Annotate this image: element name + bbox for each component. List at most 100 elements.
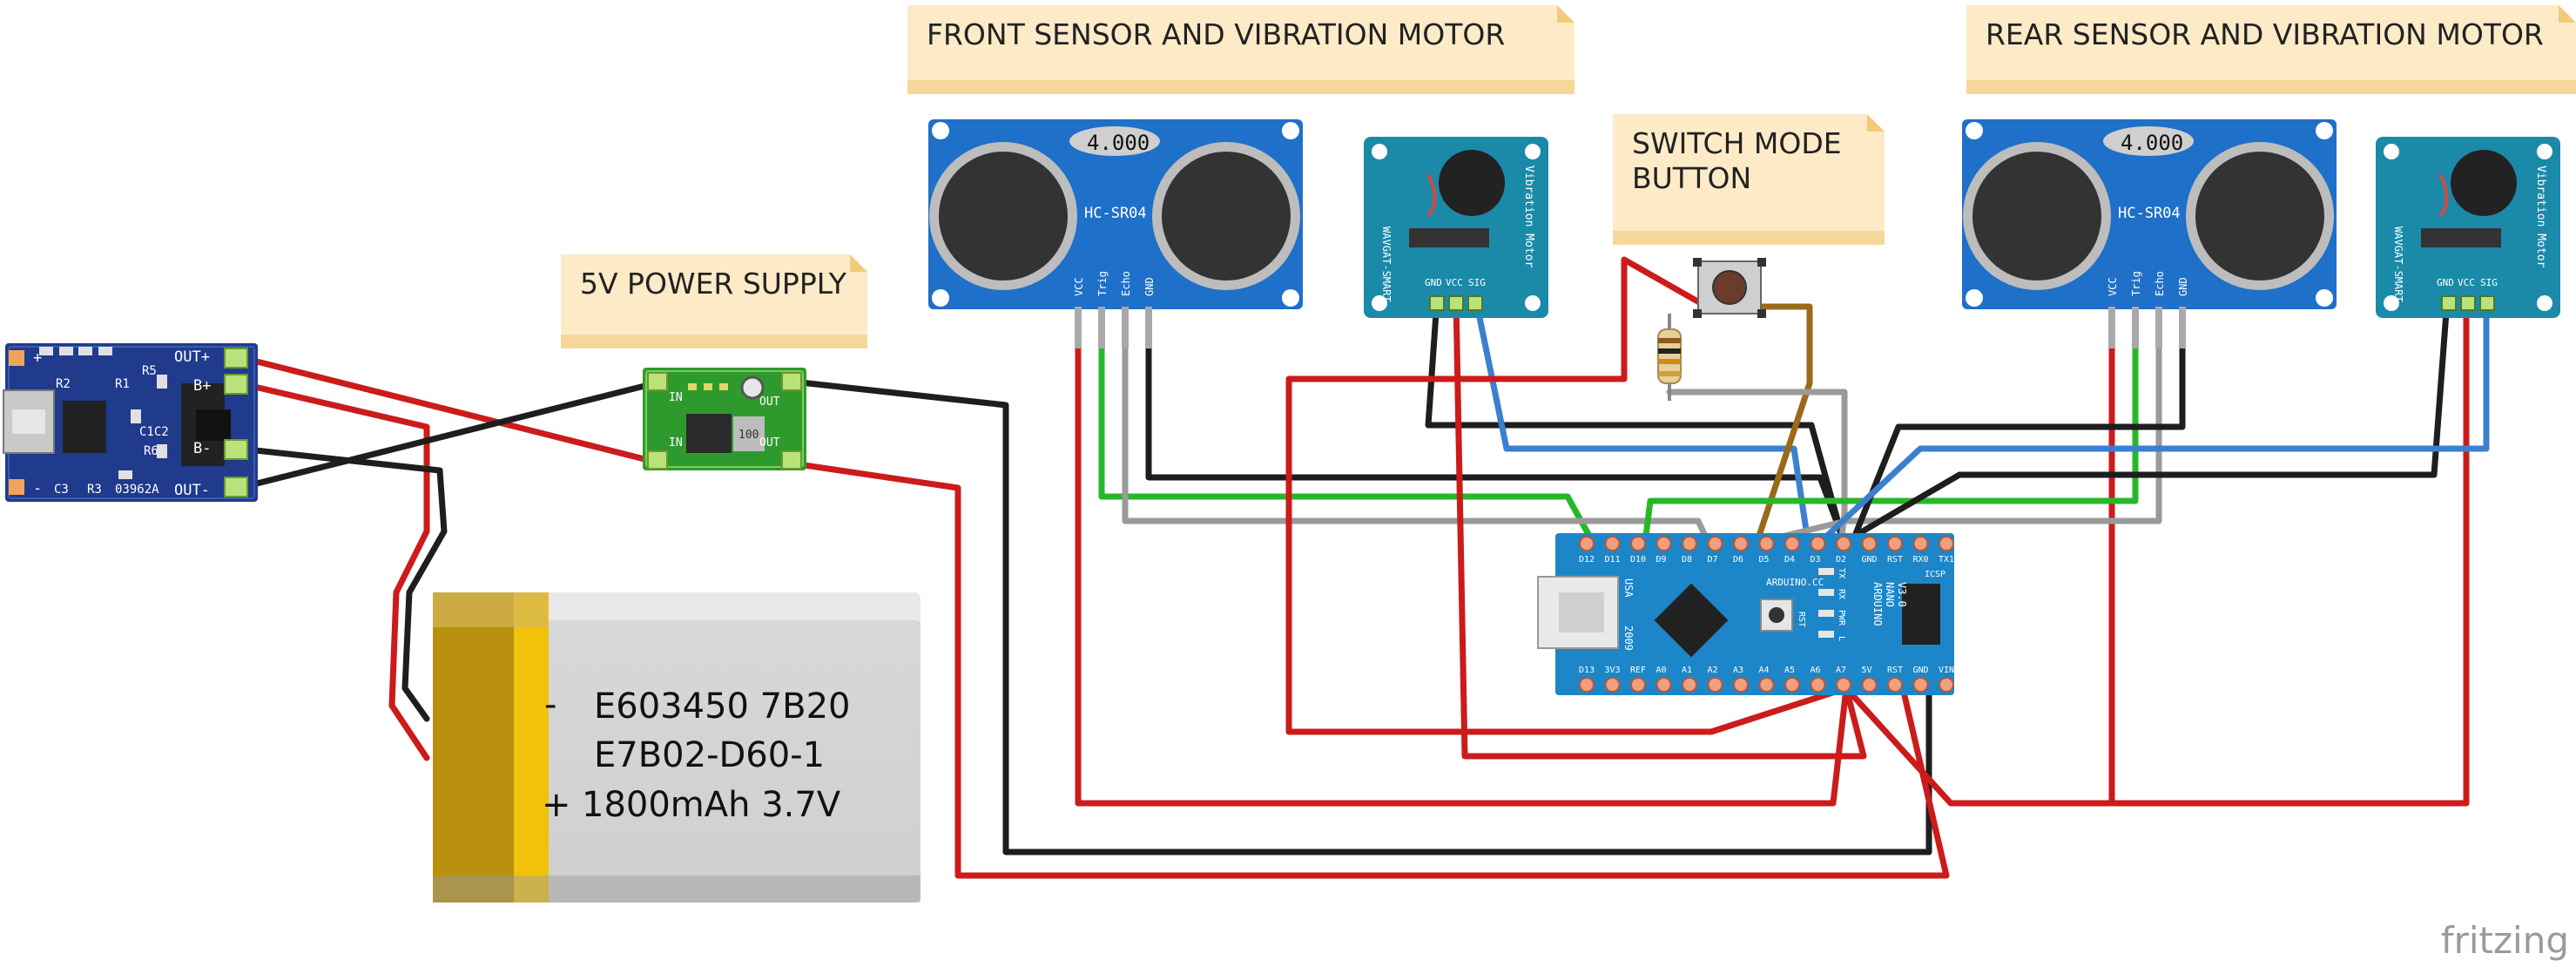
- buck-label-out-2: OUT: [759, 436, 780, 450]
- wire-front-vcc[interactable]: [1075, 297, 1850, 807]
- rear-sensor-model: HC-SR04: [2118, 205, 2181, 222]
- note-rear-sensor: REAR SENSOR AND VIBRATION MOTOR: [1966, 5, 2576, 94]
- wire-rear-motor-gnd[interactable]: [1851, 297, 2451, 539]
- charger-pad-bminus[interactable]: [224, 439, 248, 460]
- nano-pin-label: A1: [1682, 666, 1692, 675]
- wire-front-motor-gnd[interactable]: [1425, 297, 1845, 539]
- nano-pin-d9[interactable]: [1656, 536, 1672, 551]
- rear-motor-pin-sig[interactable]: [2479, 295, 2495, 311]
- nano-pin-d11[interactable]: [1604, 536, 1621, 551]
- lipo-battery: - E603450 7B20 E7B02-D60-1 + 1800mAh 3.7…: [433, 592, 920, 903]
- nano-pin-d2[interactable]: [1836, 536, 1851, 551]
- wire-rear-vcc[interactable]: [1843, 297, 2115, 807]
- charger-module: OUT+ B+ B- OUT- + - R2 R1 R5 C1C2 R6 C3 …: [3, 343, 258, 502]
- wire-rear-motor-vcc[interactable]: [2108, 297, 2470, 807]
- nano-pin-label: D10: [1630, 555, 1646, 565]
- battery-minus-sign: -: [544, 685, 556, 725]
- wire-front-trig[interactable]: [1098, 297, 1593, 539]
- rear-sensor-pin-echo[interactable]: [2155, 307, 2162, 348]
- nano-pin-d12[interactable]: [1579, 536, 1595, 551]
- wire-resistor-gnd[interactable]: [1666, 389, 1848, 539]
- nano-pin-3v3[interactable]: [1604, 677, 1621, 693]
- nano-pin-label: RST: [1887, 555, 1903, 565]
- wire-bplus-battery[interactable]: [236, 380, 430, 761]
- reset-button[interactable]: [1760, 598, 1793, 632]
- buck-pad-in-plus[interactable]: [647, 450, 668, 470]
- wire-outminus-buck[interactable]: [236, 378, 665, 491]
- nano-pin-5v[interactable]: [1861, 677, 1878, 693]
- wire-rear-echo[interactable]: [1782, 297, 2162, 539]
- wire-front-echo[interactable]: [1122, 297, 1709, 539]
- front-motor-title: Vibration Motor: [1522, 166, 1535, 268]
- nano-pin-d3[interactable]: [1810, 536, 1826, 551]
- nano-pin-d7[interactable]: [1707, 536, 1723, 551]
- nano-pin-rst[interactable]: [1887, 536, 1903, 551]
- buck-label-in-2: IN: [669, 436, 683, 450]
- rear-vibration-motor: WAVGAT-SMART Vibration Motor GND VCC SIG: [2376, 137, 2560, 318]
- charger-pad-outplus[interactable]: [224, 348, 248, 369]
- nano-pin-a4[interactable]: [1758, 677, 1775, 693]
- wire-rear-gnd[interactable]: [1851, 297, 2186, 539]
- note-power-supply: 5V POWER SUPPLY: [561, 254, 867, 348]
- rear-ultrasonic-sensor: 4.000 HC-SR04 VCC Trig Echo GND: [1962, 119, 2337, 348]
- rear-motor-pin-gnd[interactable]: [2441, 295, 2457, 311]
- rear-sensor-pin-vcc[interactable]: [2108, 307, 2115, 348]
- wire-front-motor-vcc[interactable]: [1453, 297, 1867, 760]
- front-sensor-pin-echo[interactable]: [1122, 307, 1129, 348]
- nano-pin-gnd[interactable]: [1861, 536, 1878, 551]
- front-sensor-pin-gnd[interactable]: [1145, 307, 1152, 348]
- rear-sensor-pin-trig[interactable]: [2132, 307, 2139, 348]
- push-button[interactable]: [1693, 258, 1766, 318]
- rear-sensor-pin-echo-label: Echo: [2154, 271, 2166, 296]
- nano-led-l: L: [1837, 636, 1846, 641]
- nano-pin-d8[interactable]: [1682, 536, 1697, 551]
- nano-pin-a7[interactable]: [1836, 677, 1851, 693]
- front-motor-pin-gnd[interactable]: [1429, 295, 1445, 311]
- charger-pad-bplus[interactable]: [224, 374, 248, 395]
- wire-switch-d5[interactable]: [1756, 303, 1813, 539]
- nano-pin-tx1[interactable]: [1939, 536, 1954, 551]
- wire-rear-motor-sig[interactable]: [1824, 297, 2490, 539]
- buck-pad-out-plus[interactable]: [781, 450, 802, 470]
- nano-pin-d13[interactable]: [1579, 677, 1595, 693]
- front-motor-pin-vcc[interactable]: [1448, 295, 1464, 311]
- wire-switch-5v[interactable]: [1285, 256, 1850, 735]
- rear-motor-title: Vibration Motor: [2534, 166, 2547, 268]
- nano-pin-rst[interactable]: [1887, 677, 1903, 693]
- nano-pin-label: VIN: [1939, 666, 1954, 675]
- nano-pin-a6[interactable]: [1810, 677, 1826, 693]
- wire-front-motor-sig[interactable]: [1473, 297, 1811, 539]
- rear-motor-pin-vcc[interactable]: [2460, 295, 2476, 311]
- nano-pin-gnd[interactable]: [1912, 677, 1929, 693]
- nano-pin-label: D7: [1708, 555, 1718, 565]
- nano-pin-d10[interactable]: [1630, 536, 1646, 551]
- nano-pin-d5[interactable]: [1758, 536, 1775, 551]
- front-sensor-model: HC-SR04: [1084, 205, 1147, 222]
- nano-pin-a0[interactable]: [1656, 677, 1672, 693]
- wire-rear-trig[interactable]: [1642, 297, 2139, 539]
- pulldown-resistor[interactable]: [1657, 314, 1682, 401]
- nano-pin-a1[interactable]: [1682, 677, 1697, 693]
- front-sensor-pin-trig[interactable]: [1098, 307, 1105, 348]
- wire-outplus-buck[interactable]: [236, 354, 665, 467]
- nano-pin-d4[interactable]: [1784, 536, 1800, 551]
- front-sensor-pin-vcc[interactable]: [1075, 307, 1082, 348]
- buck-pad-in-minus[interactable]: [647, 372, 668, 391]
- wire-buck-out-vin[interactable]: [789, 460, 1950, 879]
- nano-pin-vin[interactable]: [1939, 677, 1954, 693]
- nano-pin-label: 3V3: [1605, 666, 1621, 675]
- wires: [236, 256, 2490, 879]
- nano-pin-ref[interactable]: [1630, 677, 1646, 693]
- nano-pin-a5[interactable]: [1784, 677, 1800, 693]
- note-fold: [2559, 5, 2576, 23]
- rear-sensor-pin-gnd[interactable]: [2179, 307, 2186, 348]
- nano-usa: USA: [1622, 578, 1635, 598]
- charger-pad-outminus[interactable]: [224, 477, 248, 497]
- wire-bminus-battery[interactable]: [236, 445, 448, 722]
- front-motor-pin-sig[interactable]: [1467, 295, 1483, 311]
- nano-pin-rx0[interactable]: [1912, 536, 1929, 551]
- buck-pad-out-minus[interactable]: [781, 372, 802, 391]
- nano-pin-a3[interactable]: [1733, 677, 1749, 693]
- nano-pin-a2[interactable]: [1707, 677, 1723, 693]
- nano-pin-d6[interactable]: [1733, 536, 1749, 551]
